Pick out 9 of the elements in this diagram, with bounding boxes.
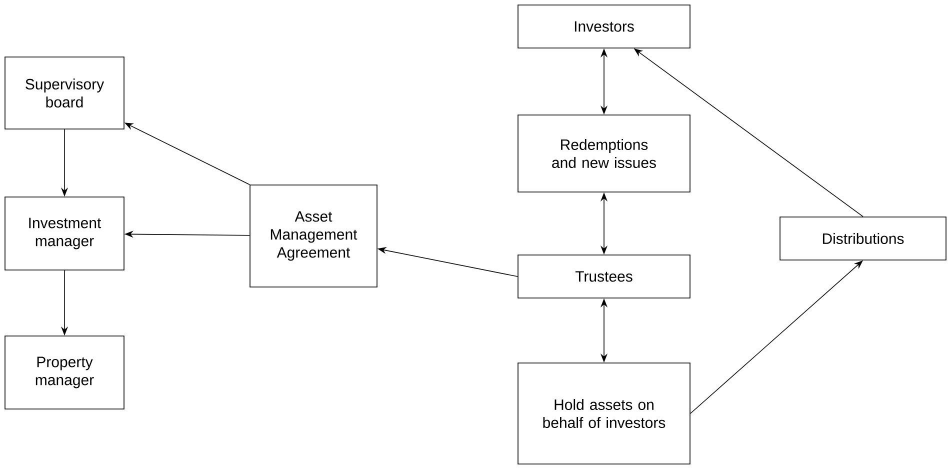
process-box: Investors (518, 4, 690, 48)
process-box: Distributions (780, 216, 946, 260)
process-box: Supervisory board (4, 56, 124, 130)
process-box: Property manager (4, 336, 124, 410)
process-box: Redemptions and new issues (518, 114, 690, 192)
process-box: Trustees (518, 254, 690, 298)
process-box: Asset Management Agreement (250, 184, 378, 288)
process-box: Hold assets on behalf of investors (518, 362, 690, 464)
process-box: Investment manager (4, 196, 124, 270)
